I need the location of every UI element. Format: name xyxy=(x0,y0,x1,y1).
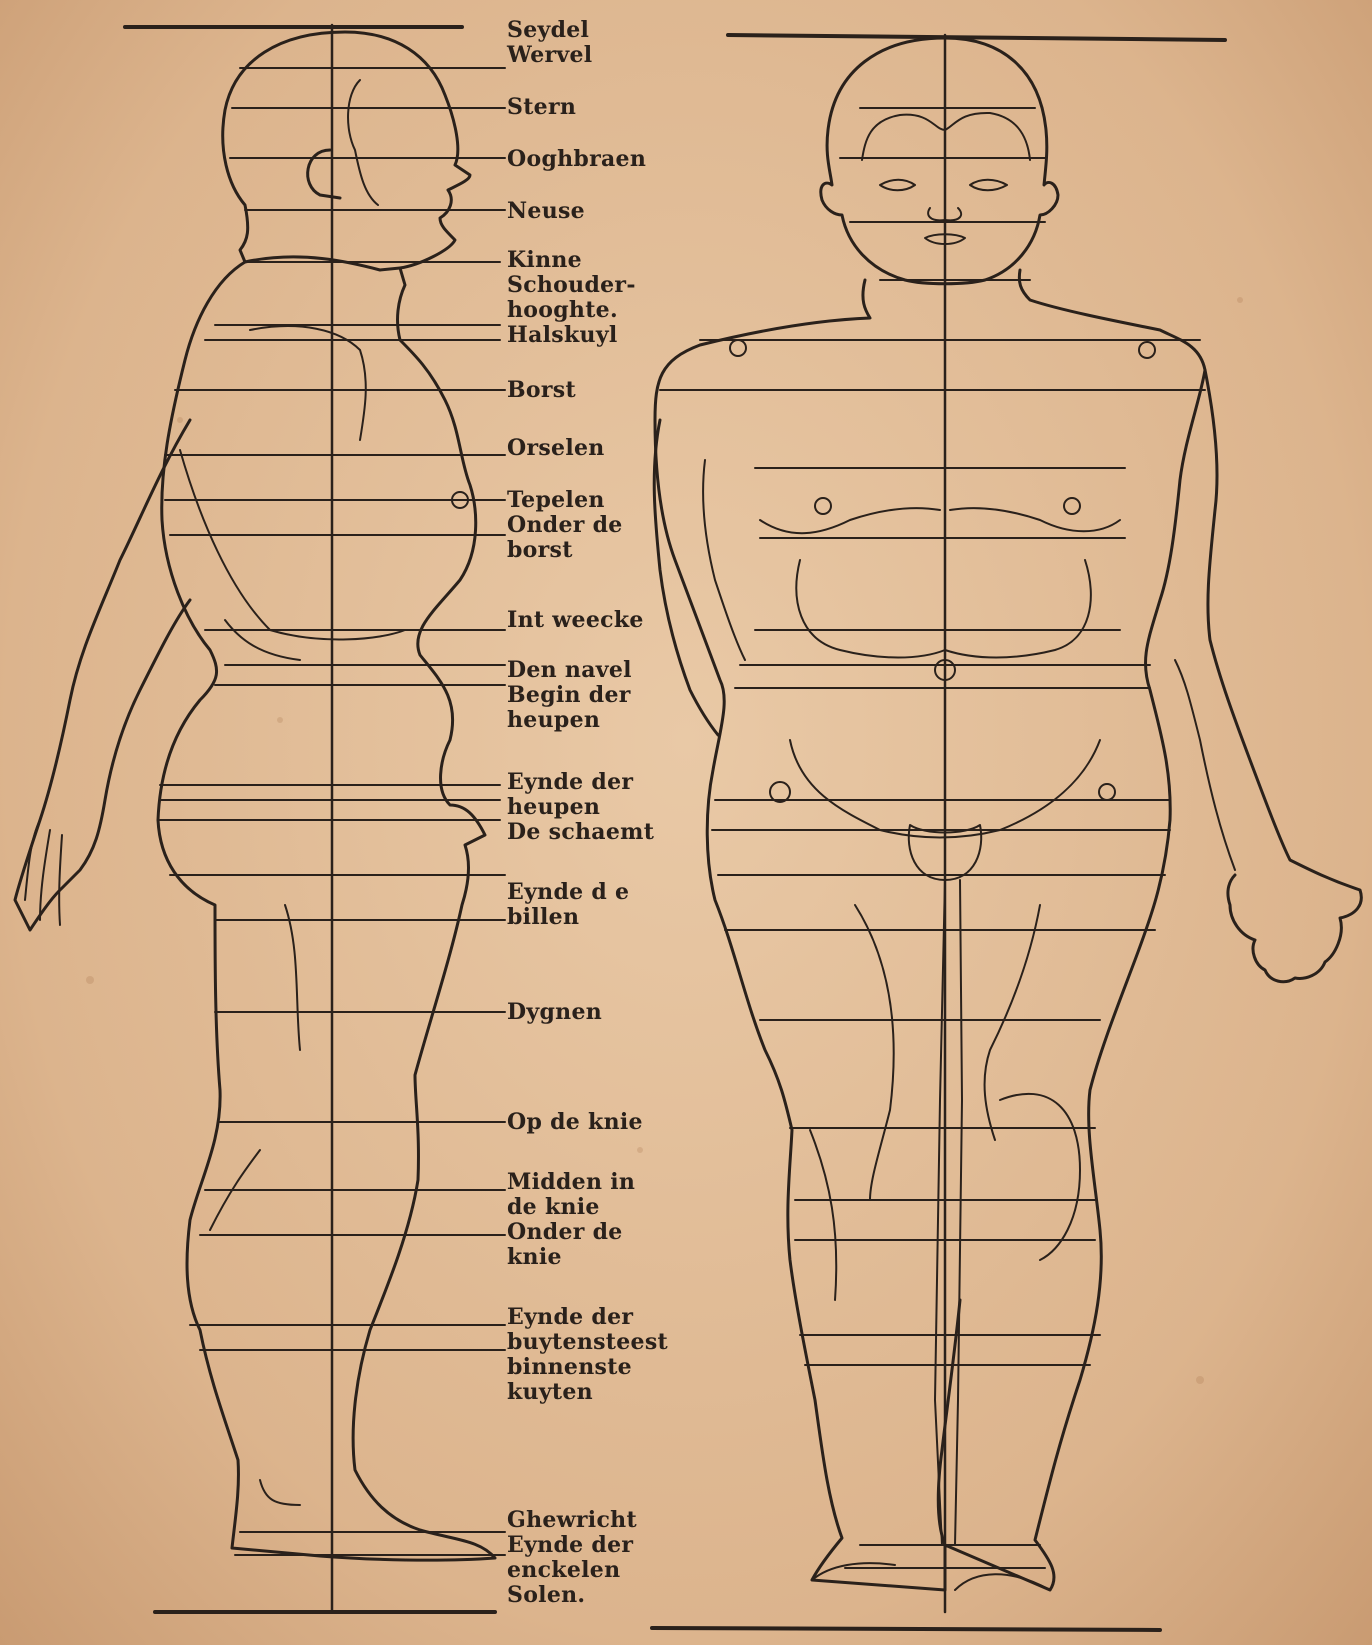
label-stern: Stern xyxy=(507,95,576,120)
label-ooghbraen: Ooghbraen xyxy=(507,147,646,172)
label-midden-onder-knie: Midden in de knie Onder de knie xyxy=(507,1170,635,1270)
label-int-weecke: Int weecke xyxy=(507,608,644,633)
label-tepelen-onder-borst: Tepelen Onder de borst xyxy=(507,488,623,563)
front-view-figure xyxy=(652,35,1361,1630)
label-op-de-knie: Op de knie xyxy=(507,1110,643,1135)
label-navel-begin-heupen: Den navel Begin der heupen xyxy=(507,658,632,733)
label-neuse: Neuse xyxy=(507,199,585,224)
label-ghewricht-enckelen-solen: Ghewricht Eynde der enckelen Solen. xyxy=(507,1508,637,1608)
label-orselen: Orselen xyxy=(507,436,605,461)
label-seydel-wervel: Seydel Wervel xyxy=(507,18,592,68)
label-dygnen: Dygnen xyxy=(507,1000,602,1025)
label-borst: Borst xyxy=(507,378,576,403)
label-eynde-heupen-schaemt: Eynde der heupen De schaemt xyxy=(507,770,654,845)
side-view-figure xyxy=(15,25,495,1612)
label-eynde-billen: Eynde d e billen xyxy=(507,880,629,930)
label-eynde-buytensteest-kuyten: Eynde der buytensteest binnenste kuyten xyxy=(507,1305,668,1405)
label-kinne-schouder-halskuyl: Kinne Schouder- hooghte. Halskuyl xyxy=(507,248,636,348)
